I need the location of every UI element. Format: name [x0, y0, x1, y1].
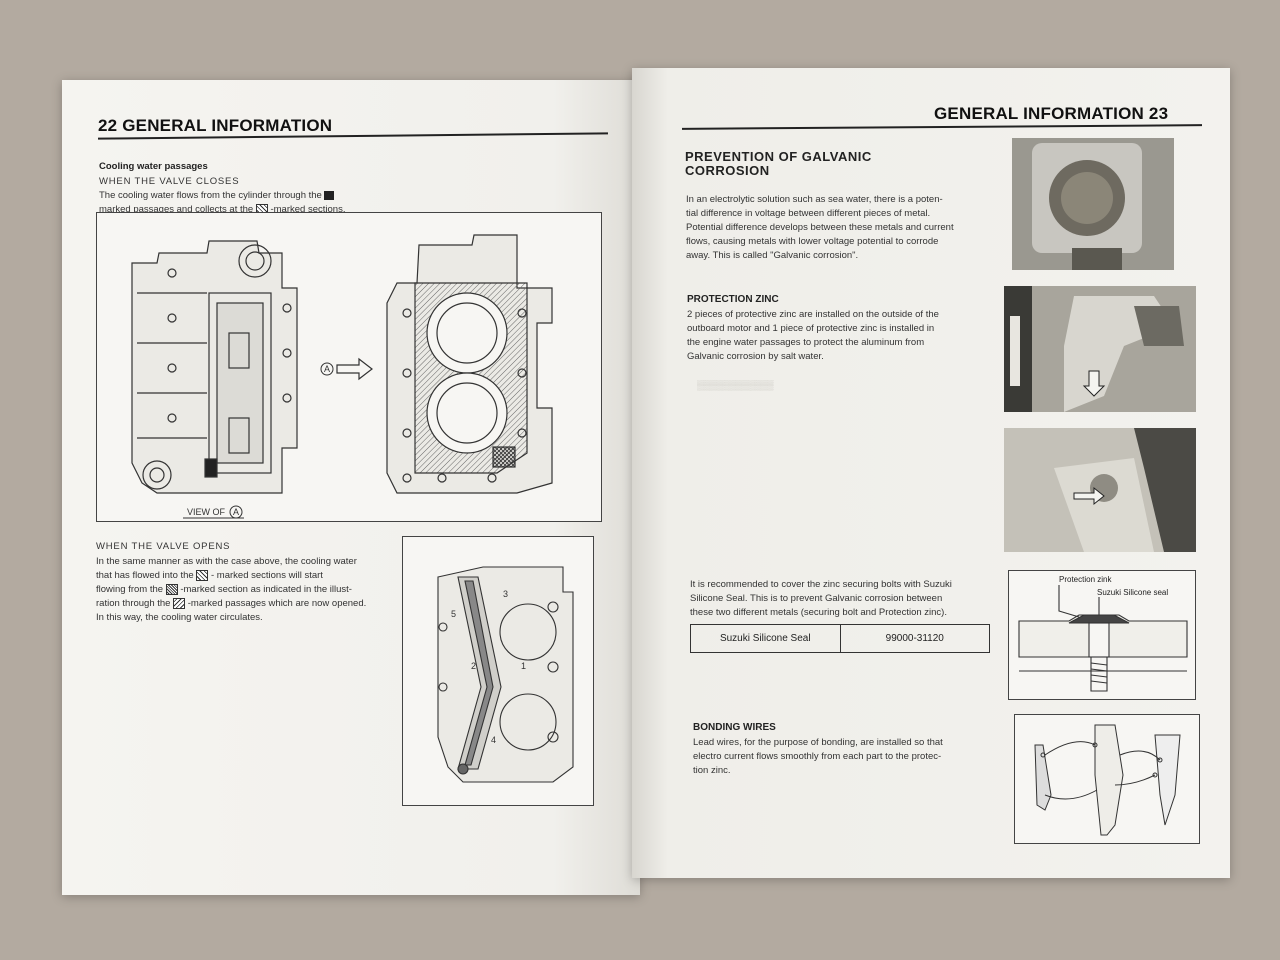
recommend-paragraph: It is recommended to cover the zinc secu… [690, 578, 990, 620]
zinc-bolt-diagram: Protection zink Suzuki Silicone seal [1018, 575, 1188, 692]
opens-line2b: - marked sections will start [211, 570, 323, 581]
bonding-line: tion zinc. [693, 765, 731, 776]
opens-line3: flowing from the -marked section as indi… [96, 583, 406, 597]
bonding-line: electro current flows smoothly from each… [693, 751, 942, 762]
cross-marker [165, 583, 178, 595]
seal-table: Suzuki Silicone Seal 99000-31120 [690, 624, 990, 653]
diagram-number-3: 3 [503, 589, 508, 599]
right-page-header: GENERAL INFORMATION 23 [934, 104, 1169, 123]
diagram-number-2: 2 [471, 661, 476, 671]
right-header-rule [681, 124, 1203, 130]
left-page-header: 22 GENERAL INFORMATION [98, 116, 333, 135]
cylinder-block-diagram: A VIEW OF A [131, 234, 553, 519]
diagram-number-1: 1 [521, 661, 526, 671]
diagram-number-4: 4 [491, 735, 496, 745]
opens-line2a: that has flowed into the [96, 570, 194, 581]
opens-line3b: -marked section as indicated in the illu… [180, 584, 352, 595]
zinc-photo-2 [1004, 428, 1196, 552]
callout-silicone-seal: Suzuki Silicone seal [1097, 588, 1168, 597]
galvanic-line: In an electrolytic solution such as sea … [686, 194, 943, 205]
recommend-line: these two different metals (securing bol… [690, 607, 947, 618]
galvanic-line: flows, causing metals with lower voltage… [686, 236, 939, 247]
view-label: VIEW OF [187, 507, 226, 517]
arrow-label: A [324, 364, 330, 374]
valve-closes-heading: WHEN THE VALVE CLOSES [99, 176, 240, 187]
bonding-wires-title: BONDING WIRES [693, 722, 776, 733]
opens-line5: In this way, the cooling water circulate… [96, 612, 263, 623]
diag-marker [173, 597, 186, 609]
galvanic-line: tial difference in voltage between diffe… [686, 208, 931, 219]
galvanic-title-2: CORROSION [685, 163, 770, 178]
opens-line4b: -marked passages which are now opened. [187, 598, 367, 609]
zinc-line: outboard motor and 1 piece of protective… [687, 323, 935, 334]
right-page: GENERAL INFORMATION 23 PREVENTION OF GAL… [632, 68, 1230, 878]
recommend-line: Silicone Seal. This is to prevent Galvan… [690, 593, 943, 604]
seal-row: Suzuki Silicone Seal 99000-31120 [690, 624, 990, 653]
zinc-line: the engine water passages to protect the… [687, 337, 925, 348]
left-page: 22 GENERAL INFORMATION Cooling water pas… [62, 80, 640, 895]
seal-name: Suzuki Silicone Seal [690, 624, 841, 653]
zinc-line: 2 pieces of protective zinc are installe… [687, 309, 939, 320]
protection-zinc-title: PROTECTION ZINC [687, 294, 779, 305]
bleed-through-text: ▒▒▒▒▒▒▒▒▒▒▒▒ [697, 380, 774, 390]
bonding-wires-diagram [1034, 724, 1181, 836]
cylinder-photo [1012, 138, 1174, 270]
closes-text-1: The cooling water flows from the cylinde… [99, 190, 322, 201]
opens-line3a: flowing from the [96, 584, 164, 595]
galvanic-line: away. This is called "Galvanic corrosion… [686, 250, 859, 261]
closes-text-line1: The cooling water flows from the cylinde… [99, 189, 335, 203]
valve-opens-heading: WHEN THE VALVE OPENS [96, 541, 231, 552]
galvanic-title-1: PREVENTION OF GALVANIC [685, 149, 872, 164]
valve-opens-diagram: 5 3 2 1 4 [437, 566, 574, 783]
section-title: Cooling water passages [99, 161, 208, 172]
zinc-paragraph: 2 pieces of protective zinc are installe… [687, 308, 987, 364]
callout-protection-zink: Protection zink [1059, 575, 1112, 584]
diagram-number-5: 5 [451, 609, 456, 619]
view-label-circle: A [233, 507, 239, 517]
bonding-wires-diagram-frame [1014, 714, 1200, 844]
opens-line4a: ration through the [96, 598, 171, 609]
valve-opens-diagram-frame: 5 3 2 1 4 [402, 536, 594, 806]
closes-text-3: -marked sections. [270, 204, 346, 215]
recommend-line: It is recommended to cover the zinc secu… [690, 579, 952, 590]
opens-line4: ration through the -marked passages whic… [96, 597, 406, 611]
cylinder-diagram-frame: A VIEW OF A [96, 212, 602, 522]
zinc-line: Galvanic corrosion by salt water. [687, 351, 824, 362]
bonding-paragraph: Lead wires, for the purpose of bonding, … [693, 736, 999, 778]
solid-fill-marker [324, 190, 335, 200]
zinc-photo [1004, 286, 1196, 412]
hatch-marker-2 [196, 569, 209, 581]
seal-part-number: 99000-31120 [839, 624, 990, 653]
opens-line2: that has flowed into the - marked sectio… [96, 569, 396, 583]
opens-line1: In the same manner as with the case abov… [96, 556, 357, 567]
closes-text-2: marked passages and collects at the [99, 204, 254, 215]
galvanic-paragraph: In an electrolytic solution such as sea … [686, 193, 986, 263]
galvanic-line: Potential difference develops between th… [686, 222, 954, 233]
zinc-bolt-diagram-frame: Protection zink Suzuki Silicone seal [1008, 570, 1196, 700]
bonding-line: Lead wires, for the purpose of bonding, … [693, 737, 943, 748]
